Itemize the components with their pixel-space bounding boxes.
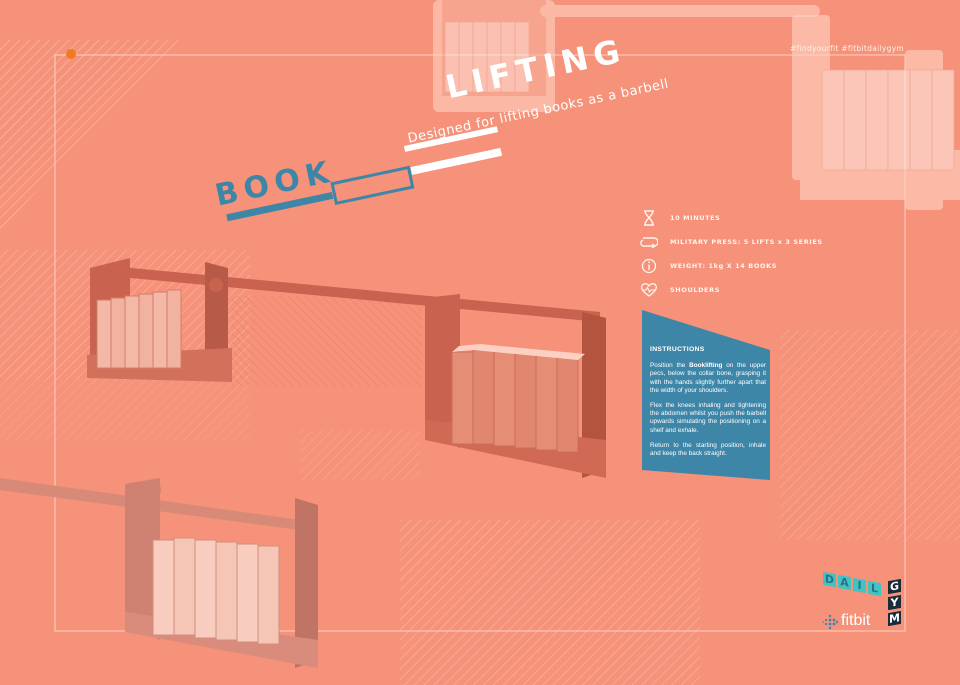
hourglass-icon	[640, 209, 658, 227]
spec-label: SHOULDERS	[670, 286, 720, 294]
instructions-step-1: Position the Booklifting on the upper pe…	[650, 362, 767, 394]
barbell-bar	[110, 266, 600, 322]
fitbit-wordmark: fitbit	[841, 612, 871, 629]
instructions-panel	[642, 310, 770, 480]
logo-letter: I	[853, 577, 866, 594]
spec-list: 10 MINUTES MILITARY PRESS: 5 LIFTS x 3 S…	[640, 206, 823, 302]
stripe-pattern	[232, 296, 422, 386]
spec-duration: 10 MINUTES	[640, 206, 823, 230]
logo-letter: D	[823, 571, 836, 588]
instructions-step-2: Flex the knees inhaling and tightening t…	[650, 402, 766, 434]
spec-muscle: SHOULDERS	[640, 278, 823, 302]
orange-dot	[66, 49, 76, 59]
spec-label: WEIGHT: 1kg X 14 BOOKS	[670, 262, 778, 270]
stripe-pattern	[0, 380, 250, 440]
spec-weight: WEIGHT: 1kg X 14 BOOKS	[640, 254, 823, 278]
stripe-pattern	[0, 40, 180, 230]
stripe-pattern	[400, 520, 700, 685]
logo-letter: A	[838, 574, 851, 591]
shelf-center	[425, 294, 606, 478]
heart-pulse-icon	[640, 281, 658, 299]
logo-letter: M	[888, 610, 901, 627]
fitbit-logo-icon	[822, 614, 838, 630]
stripe-pattern	[780, 330, 960, 540]
shelf-bottom	[125, 478, 318, 668]
hashtags: #findyourfit #fitbitdailygym	[790, 44, 905, 53]
shelf-top-right	[792, 15, 960, 210]
logo-letter: L	[868, 580, 881, 597]
shelf-top-center	[433, 0, 820, 112]
shelf-left	[87, 258, 232, 382]
title-word-book: BOOK	[212, 154, 338, 214]
instructions-heading: INSTRUCTIONS	[650, 346, 705, 353]
title-bar-graphic	[226, 126, 503, 222]
spec-label: 10 MINUTES	[670, 214, 721, 222]
instructions: INSTRUCTIONS Position the Booklifting on…	[650, 346, 766, 465]
stripe-pattern	[300, 430, 420, 480]
info-icon	[640, 257, 658, 275]
logo-letter: Y	[888, 594, 901, 611]
repeat-icon	[640, 233, 658, 251]
spec-label: MILITARY PRESS: 5 LIFTS x 3 SERIES	[670, 238, 823, 246]
logo-letter: G	[888, 578, 901, 595]
spec-exercise: MILITARY PRESS: 5 LIFTS x 3 SERIES	[640, 230, 823, 254]
instructions-step-3: Return to the starting position, inhale …	[650, 441, 766, 458]
